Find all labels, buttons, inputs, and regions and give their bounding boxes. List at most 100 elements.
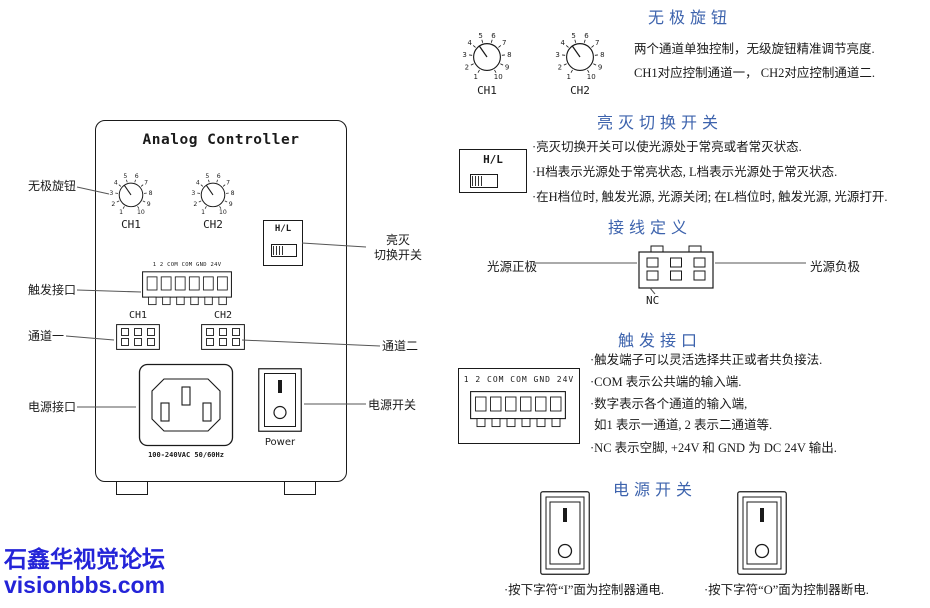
svg-text:6: 6 [135, 173, 139, 180]
svg-text:1: 1 [201, 209, 205, 216]
power-caption-on: ·按下字符“I”面为控制器通电. [504, 583, 665, 597]
power-caption-off: ·按下字符“O”面为控制器断电. [704, 583, 869, 597]
wiring-negative-label: 光源负极 [810, 260, 861, 274]
svg-text:7: 7 [144, 179, 148, 186]
watermark-site-url: visionbbs.com [4, 572, 166, 598]
watermark-forum-name: 石鑫华视觉论坛 [4, 546, 165, 572]
svg-text:4: 4 [114, 179, 118, 186]
svg-text:2: 2 [465, 63, 469, 72]
wiring-nc-label: NC [646, 294, 660, 307]
svg-text:9: 9 [598, 63, 602, 72]
svg-text:6: 6 [584, 31, 589, 40]
svg-text:4: 4 [468, 38, 473, 47]
svg-text:3: 3 [462, 50, 466, 59]
svg-text:10: 10 [137, 209, 145, 216]
svg-text:1: 1 [567, 72, 571, 81]
device-hl-switch: H/L [263, 220, 303, 266]
svg-text:9: 9 [229, 201, 233, 208]
callout-channel-one: 通道一 [28, 329, 65, 343]
svg-text:1: 1 [119, 209, 123, 216]
slide-knob [273, 246, 285, 255]
trigger-bullet-3: ·数字表示各个通道的输入端, [590, 397, 748, 411]
callout-stepless-knob: 无极旋钮 [28, 179, 77, 193]
slide-knob [472, 176, 484, 186]
iec-power-inlet-icon [138, 363, 234, 447]
hl-bullet-2: ·H档表示光源处于常亮状态, L档表示光源处于常灭状态. [532, 165, 838, 179]
device-terminal-header: 1 2 COM COM GND 24V [152, 262, 222, 268]
callout-power-port: 电源接口 [28, 400, 77, 414]
section-title-knob: 无极旋钮 [647, 10, 732, 27]
callout-hl-line1: 亮灭 [385, 233, 410, 247]
section-title-hl: 亮灭切换开关 [596, 115, 723, 132]
trigger-bullet-2: ·COM 表示公共端的输入端. [590, 375, 742, 389]
svg-text:10: 10 [494, 72, 503, 81]
svg-text:9: 9 [147, 201, 151, 208]
hl-slide-switch-icon [271, 244, 297, 257]
callout-hl-line2: 切换开关 [373, 248, 422, 262]
device-ch1-connector-label: CH1 [128, 310, 148, 321]
section-ch2-label: CH2 [570, 84, 590, 97]
callout-channel-two: 通道二 [382, 339, 419, 353]
svg-text:4: 4 [196, 179, 200, 186]
rocker-switch-on-icon [540, 491, 590, 575]
trigger-terminal-header: 1 2 COM COM GND 24V [463, 375, 575, 384]
svg-text:1: 1 [474, 72, 478, 81]
svg-text:4: 4 [561, 38, 566, 47]
knob-desc-line1: 两个通道单独控制，无级旋钮精准调节亮度. [634, 42, 875, 56]
trigger-bullet-5: ·NC 表示空脚, +24V 和 GND 为 DC 24V 输出. [590, 441, 837, 455]
svg-text:8: 8 [600, 50, 604, 59]
svg-text:5: 5 [571, 31, 575, 40]
device-ch1-connector-icon [116, 324, 160, 350]
svg-text:8: 8 [231, 190, 235, 197]
svg-text:2: 2 [111, 201, 115, 208]
power-rating: 100-240VAC 50/60Hz [148, 451, 224, 459]
svg-text:7: 7 [226, 179, 230, 186]
device-terminal-block-icon [142, 271, 232, 306]
wiring-connector-icon [638, 245, 714, 289]
section-title-trigger: 触发接口 [617, 333, 702, 350]
svg-text:5: 5 [123, 173, 127, 180]
svg-text:6: 6 [491, 31, 496, 40]
svg-text:2: 2 [193, 201, 197, 208]
svg-text:8: 8 [149, 190, 153, 197]
device-power-rocker-icon [258, 368, 302, 432]
svg-text:5: 5 [205, 173, 209, 180]
rocker-switch-off-icon [737, 491, 787, 575]
hl-bullet-3: ·在H档位时, 触发光源, 光源关闭; 在L档位时, 触发光源, 光源打开. [532, 190, 888, 204]
svg-text:10: 10 [219, 209, 227, 216]
trigger-bullet-4: 如1 表示一通道, 2 表示二通道等. [594, 418, 773, 432]
trigger-bullet-1: ·触发端子可以灵活选择共正或者共负接法. [590, 353, 823, 367]
svg-text:7: 7 [595, 38, 599, 47]
callout-power-switch: 电源开关 [368, 398, 417, 412]
hl-bullet-1: ·亮灭切换开关可以使光源处于常亮或者常灭状态. [532, 140, 802, 154]
trigger-terminal-block-icon [470, 391, 566, 428]
section-hl-figure: H/L [459, 149, 527, 193]
knob-desc-line2: CH1对应控制通道一， CH2对应控制通道二. [634, 66, 875, 80]
device-title: Analog Controller [142, 132, 300, 148]
svg-text:8: 8 [507, 50, 511, 59]
power-switch-label: Power [264, 437, 296, 448]
section-hl-slide-icon [470, 174, 498, 188]
device-hl-label: H/L [274, 224, 292, 234]
svg-text:5: 5 [478, 31, 482, 40]
svg-text:3: 3 [555, 50, 559, 59]
svg-text:3: 3 [109, 190, 113, 197]
callout-trigger-port: 触发接口 [28, 283, 77, 297]
device-ch2-label: CH2 [203, 218, 223, 231]
svg-text:2: 2 [558, 63, 562, 72]
callout-hl-switch: 亮灭 切换开关 [366, 233, 430, 263]
wiring-positive-label: 光源正极 [487, 260, 538, 274]
svg-text:3: 3 [191, 190, 195, 197]
svg-text:9: 9 [505, 63, 509, 72]
section-ch1-label: CH1 [477, 84, 497, 97]
section-hl-label: H/L [483, 153, 503, 166]
device-ch1-label: CH1 [121, 218, 141, 231]
section-title-wiring: 接线定义 [607, 220, 692, 237]
svg-text:7: 7 [502, 38, 506, 47]
